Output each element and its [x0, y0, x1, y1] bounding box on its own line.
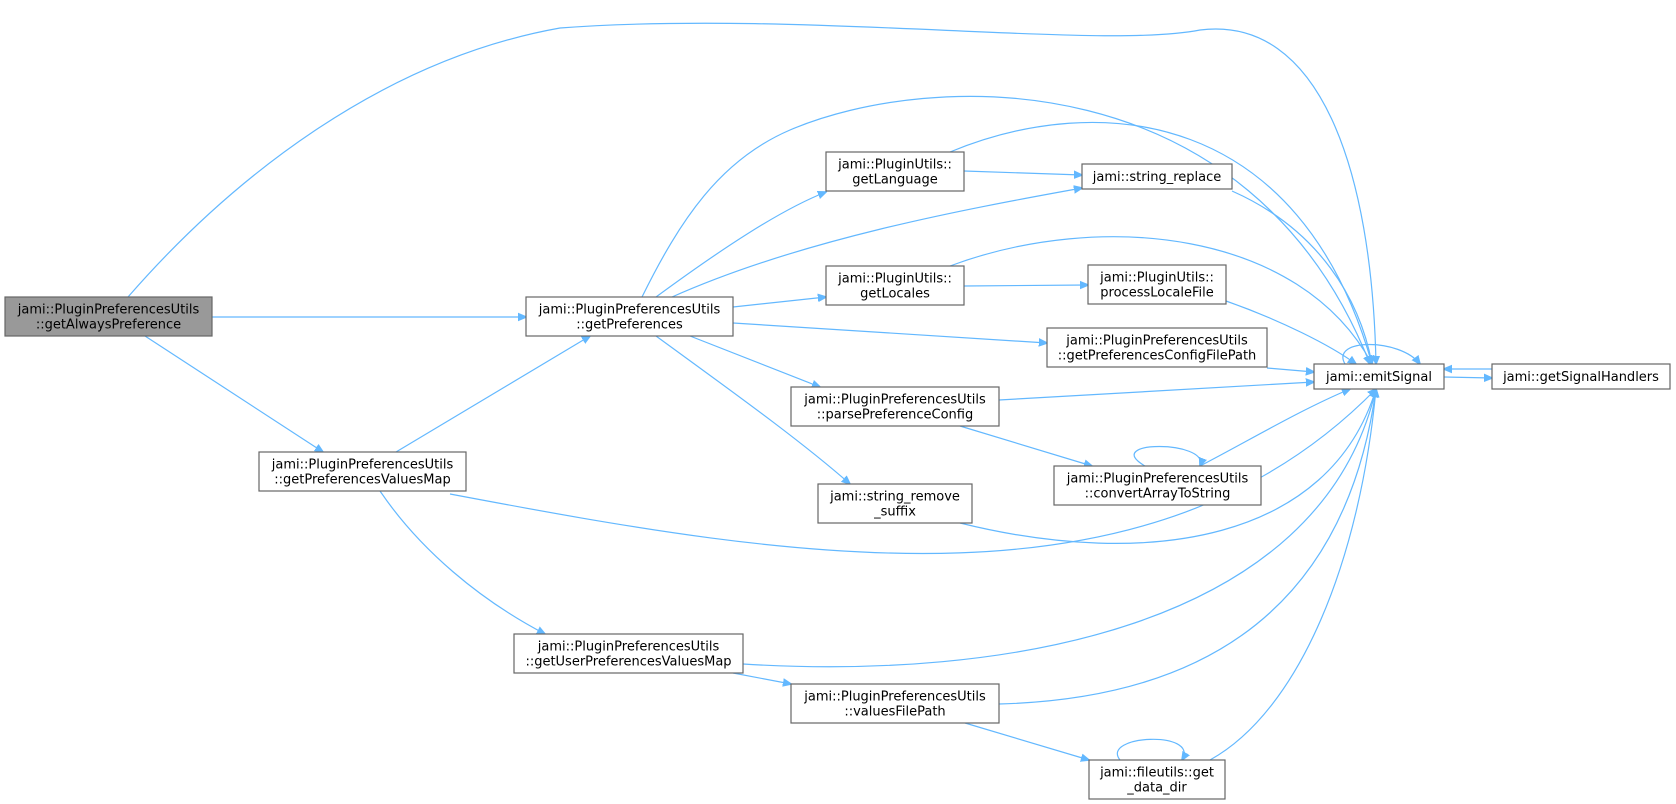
edge-processLocaleFile-to-emitSignal [1225, 300, 1356, 364]
edge-get_data_dir-to-emitSignal [1209, 389, 1376, 761]
node-label-line: _suffix [873, 505, 916, 520]
edge-getPreferencesValuesMap-to-emitSignal [449, 389, 1376, 555]
node-getSignalHandlers[interactable]: jami::getSignalHandlers [1491, 363, 1671, 390]
edge-emitSignal-to-emitSignal [1342, 343, 1420, 365]
node-label-line: jami::string_replace [1092, 170, 1221, 185]
edge-getLanguage-to-string_replace [963, 171, 1082, 175]
node-getPreferences[interactable]: jami::PluginPreferencesUtils::getPrefere… [525, 296, 734, 337]
edges [127, 22, 1492, 761]
node-label-line: jami::PluginUtils:: [837, 272, 952, 287]
node-label-line: ::valuesFilePath [844, 705, 945, 720]
edge-parsePreferenceConfig-to-convertArrayToString [959, 425, 1092, 466]
node-box [790, 386, 1000, 427]
node-box [1087, 264, 1227, 305]
node-convertArrayToString[interactable]: jami::PluginPreferencesUtils::convertArr… [1053, 465, 1262, 506]
node-label-line: processLocaleFile [1100, 286, 1213, 301]
node-parsePreferenceConfig[interactable]: jami::PluginPreferencesUtils::parsePrefe… [790, 386, 1000, 427]
edge-convertArrayToString-to-convertArrayToString [1133, 445, 1201, 467]
node-string_remove_suffix[interactable]: jami::string_remove_suffix [817, 483, 973, 524]
node-getPreferencesValuesMap[interactable]: jami::PluginPreferencesUtils::getPrefere… [258, 451, 467, 492]
node-label-line: ::getPreferencesValuesMap [274, 473, 450, 488]
edge-getPreferencesValuesMap-to-getPreferences [395, 336, 590, 453]
node-label-line: ::getPreferencesConfigFilePath [1058, 349, 1257, 364]
node-box [1053, 465, 1262, 506]
node-box [513, 633, 744, 674]
node-box [4, 296, 213, 337]
edge-valuesFilePath-to-get_data_dir [964, 722, 1089, 760]
node-getLocales[interactable]: jami::PluginUtils::getLocales [825, 265, 965, 306]
node-box [1081, 163, 1233, 190]
edge-string_replace-to-emitSignal [1231, 190, 1372, 364]
node-label-line: jami::fileutils::get [1099, 766, 1214, 781]
node-label-line: jami::PluginUtils:: [837, 158, 952, 173]
node-box [825, 151, 965, 192]
node-processLocaleFile[interactable]: jami::PluginUtils::processLocaleFile [1087, 264, 1227, 305]
node-label-line: jami::string_remove [829, 490, 960, 505]
node-string_replace[interactable]: jami::string_replace [1081, 163, 1233, 190]
edge-getAlwaysPreference-to-emitSignal [127, 22, 1376, 364]
node-label-line: jami::PluginPreferencesUtils [1065, 334, 1248, 349]
node-emitSignal[interactable]: jami::emitSignal [1313, 363, 1445, 390]
edge-getUserPreferencesValuesMap-to-valuesFilePath [732, 672, 791, 684]
node-box [1046, 327, 1268, 368]
edge-emitSignal-to-getSignalHandlers [1443, 377, 1492, 378]
edge-convertArrayToString-to-emitSignal [1199, 389, 1350, 467]
node-label-line: jami::PluginUtils:: [1099, 271, 1214, 286]
edge-getPreferences-to-string_replace [671, 188, 1082, 298]
edge-getPreferences-to-parsePreferenceConfig [689, 335, 820, 387]
node-label-line: getLanguage [852, 173, 938, 188]
node-label-line: _data_dir [1126, 781, 1187, 796]
node-box [825, 265, 965, 306]
node-box [817, 483, 973, 524]
edge-getLanguage-to-emitSignal [949, 121, 1372, 364]
node-box [525, 296, 734, 337]
node-label-line: ::convertArrayToString [1085, 487, 1231, 502]
node-label-line: jami::PluginPreferencesUtils [537, 640, 720, 655]
nodes: jami::PluginPreferencesUtils::getAlwaysP… [4, 151, 1671, 800]
node-label-line: jami::getSignalHandlers [1502, 370, 1659, 385]
node-label-line: ::parsePreferenceConfig [817, 408, 974, 423]
edge-valuesFilePath-to-emitSignal [998, 389, 1376, 705]
node-label-line: getLocales [860, 287, 930, 302]
edge-getLocales-to-processLocaleFile [963, 285, 1088, 286]
node-label-line: ::getPreferences [576, 318, 683, 333]
edge-getUserPreferencesValuesMap-to-emitSignal [742, 389, 1376, 668]
edge-getPreferences-to-getLocales [732, 297, 826, 308]
edge-getPreferences-to-getLanguage [655, 192, 826, 298]
node-label-line: ::getAlwaysPreference [36, 318, 181, 333]
node-box [1491, 363, 1671, 390]
node-box [1088, 759, 1226, 800]
edge-getAlwaysPreference-to-getPreferencesValuesMap [144, 335, 323, 452]
node-getLanguage[interactable]: jami::PluginUtils::getLanguage [825, 151, 965, 192]
node-box [258, 451, 467, 492]
node-label-line: jami::PluginPreferencesUtils [803, 393, 986, 408]
edge-getPreferences-to-string_remove_suffix [655, 335, 850, 484]
node-get_data_dir[interactable]: jami::fileutils::get_data_dir [1088, 759, 1226, 800]
node-label-line: jami::PluginPreferencesUtils [17, 303, 200, 318]
node-box [790, 683, 1000, 724]
node-label-line: jami::PluginPreferencesUtils [271, 458, 454, 473]
edge-getLocales-to-emitSignal [949, 236, 1372, 364]
edge-parsePreferenceConfig-to-emitSignal [998, 382, 1314, 401]
edge-get_data_dir-to-get_data_dir [1116, 738, 1184, 760]
node-getPreferencesConfigFilePath[interactable]: jami::PluginPreferencesUtils::getPrefere… [1046, 327, 1268, 368]
node-box [1313, 363, 1445, 390]
node-label-line: ::getUserPreferencesValuesMap [525, 655, 731, 670]
node-label-line: jami::PluginPreferencesUtils [1066, 472, 1249, 487]
node-getUserPreferencesValuesMap[interactable]: jami::PluginPreferencesUtils::getUserPre… [513, 633, 744, 674]
edge-string_remove_suffix-to-emitSignal [959, 389, 1376, 544]
node-label-line: jami::PluginPreferencesUtils [803, 690, 986, 705]
node-label-line: jami::PluginPreferencesUtils [538, 303, 721, 318]
edge-getPreferences-to-getPreferencesConfigFilePath [732, 322, 1047, 343]
node-valuesFilePath[interactable]: jami::PluginPreferencesUtils::valuesFile… [790, 683, 1000, 724]
edge-getPreferencesValuesMap-to-getUserPreferencesValuesMap [379, 490, 545, 634]
edge-getPreferencesConfigFilePath-to-emitSignal [1266, 368, 1314, 372]
node-label-line: jami::emitSignal [1325, 370, 1432, 385]
edge-getPreferences-to-emitSignal [641, 95, 1370, 364]
node-getAlwaysPreference[interactable]: jami::PluginPreferencesUtils::getAlwaysP… [4, 296, 213, 337]
